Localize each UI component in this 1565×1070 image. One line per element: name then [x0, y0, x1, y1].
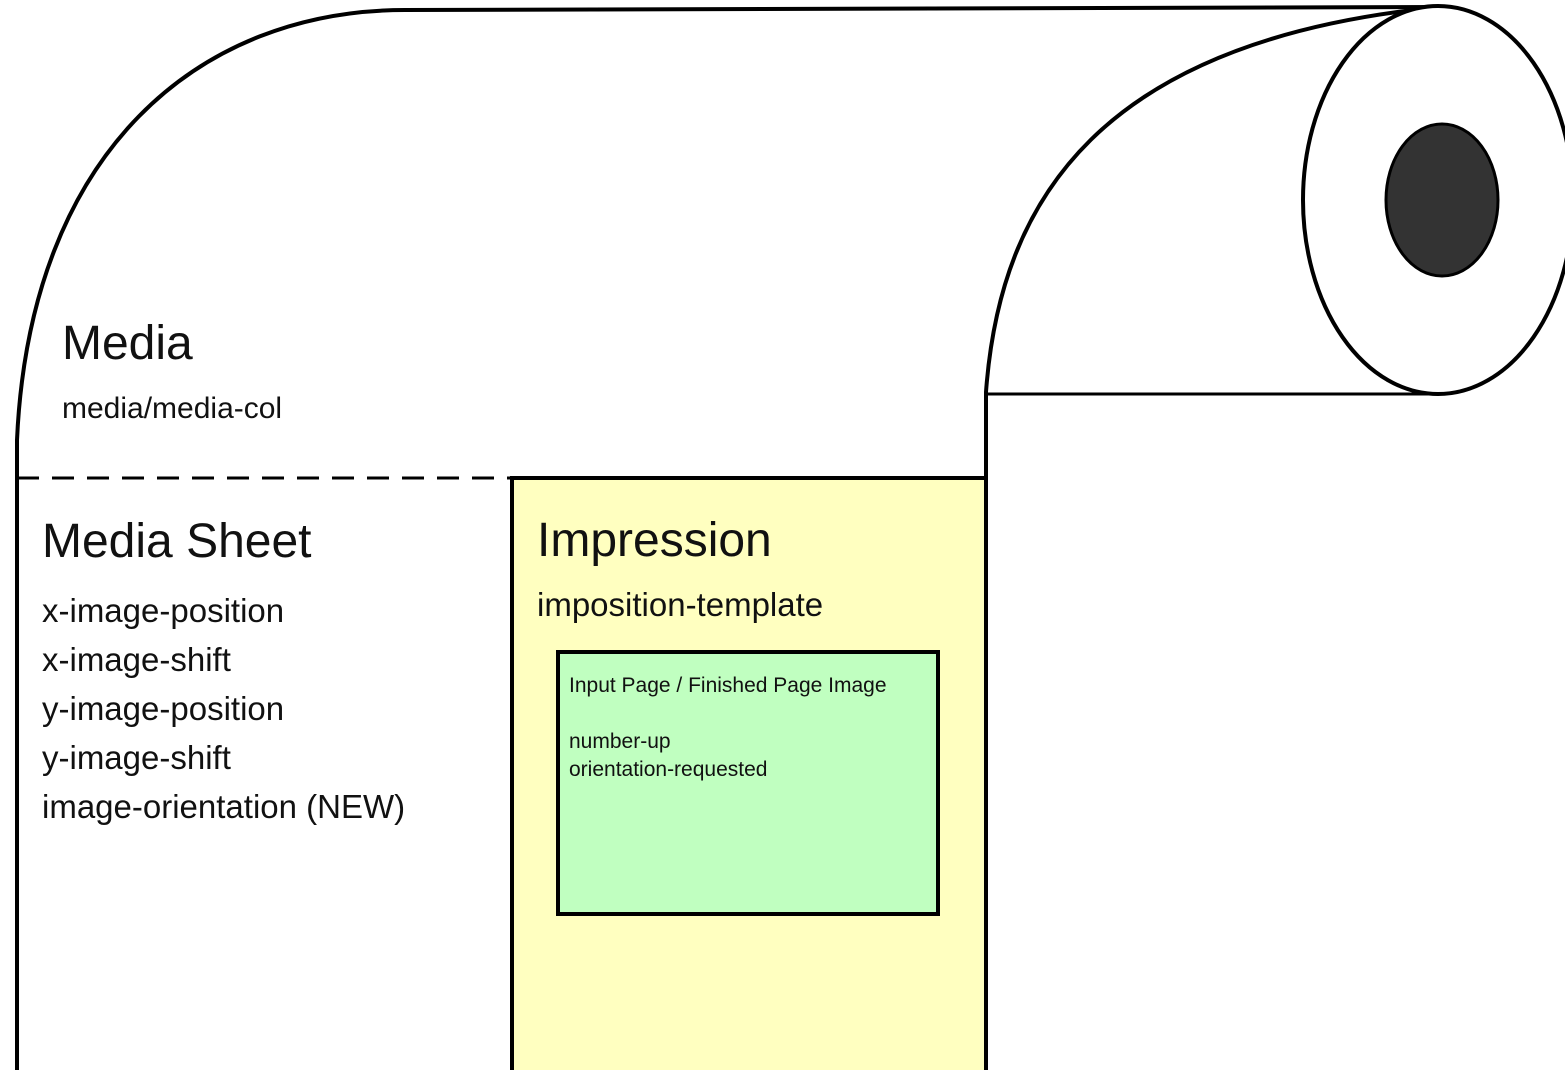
page-image-title: Input Page / Finished Page Image — [569, 674, 887, 697]
page-image-attribute: number-up — [569, 730, 671, 753]
media-outline — [15, 5, 1444, 1070]
roll-core — [1384, 122, 1500, 278]
media-sheet-attribute: x-image-position — [42, 592, 285, 629]
page-image-spacer — [569, 700, 937, 728]
roll-wrap-curve — [984, 5, 1441, 1070]
page-image-attribute: orientation-requested — [569, 758, 768, 781]
media-sheet-attribute-list: x-image-position x-image-shift y-image-p… — [42, 586, 405, 831]
media-title: Media — [62, 317, 193, 370]
impression-title: Impression — [537, 514, 772, 567]
media-sheet-attribute: y-image-position — [42, 690, 285, 727]
media-sheet-attribute: x-image-shift — [42, 641, 231, 678]
media-sheet-attribute: image-orientation (NEW) — [42, 788, 406, 825]
impression-attribute: imposition-template — [537, 586, 824, 623]
media-sheet-title: Media Sheet — [42, 515, 312, 568]
media-sheet-attribute: y-image-shift — [42, 739, 231, 776]
page-image-text: Input Page / Finished Page Image number-… — [569, 672, 937, 784]
media-attribute: media/media-col — [62, 392, 283, 425]
page-image-box — [556, 650, 940, 916]
